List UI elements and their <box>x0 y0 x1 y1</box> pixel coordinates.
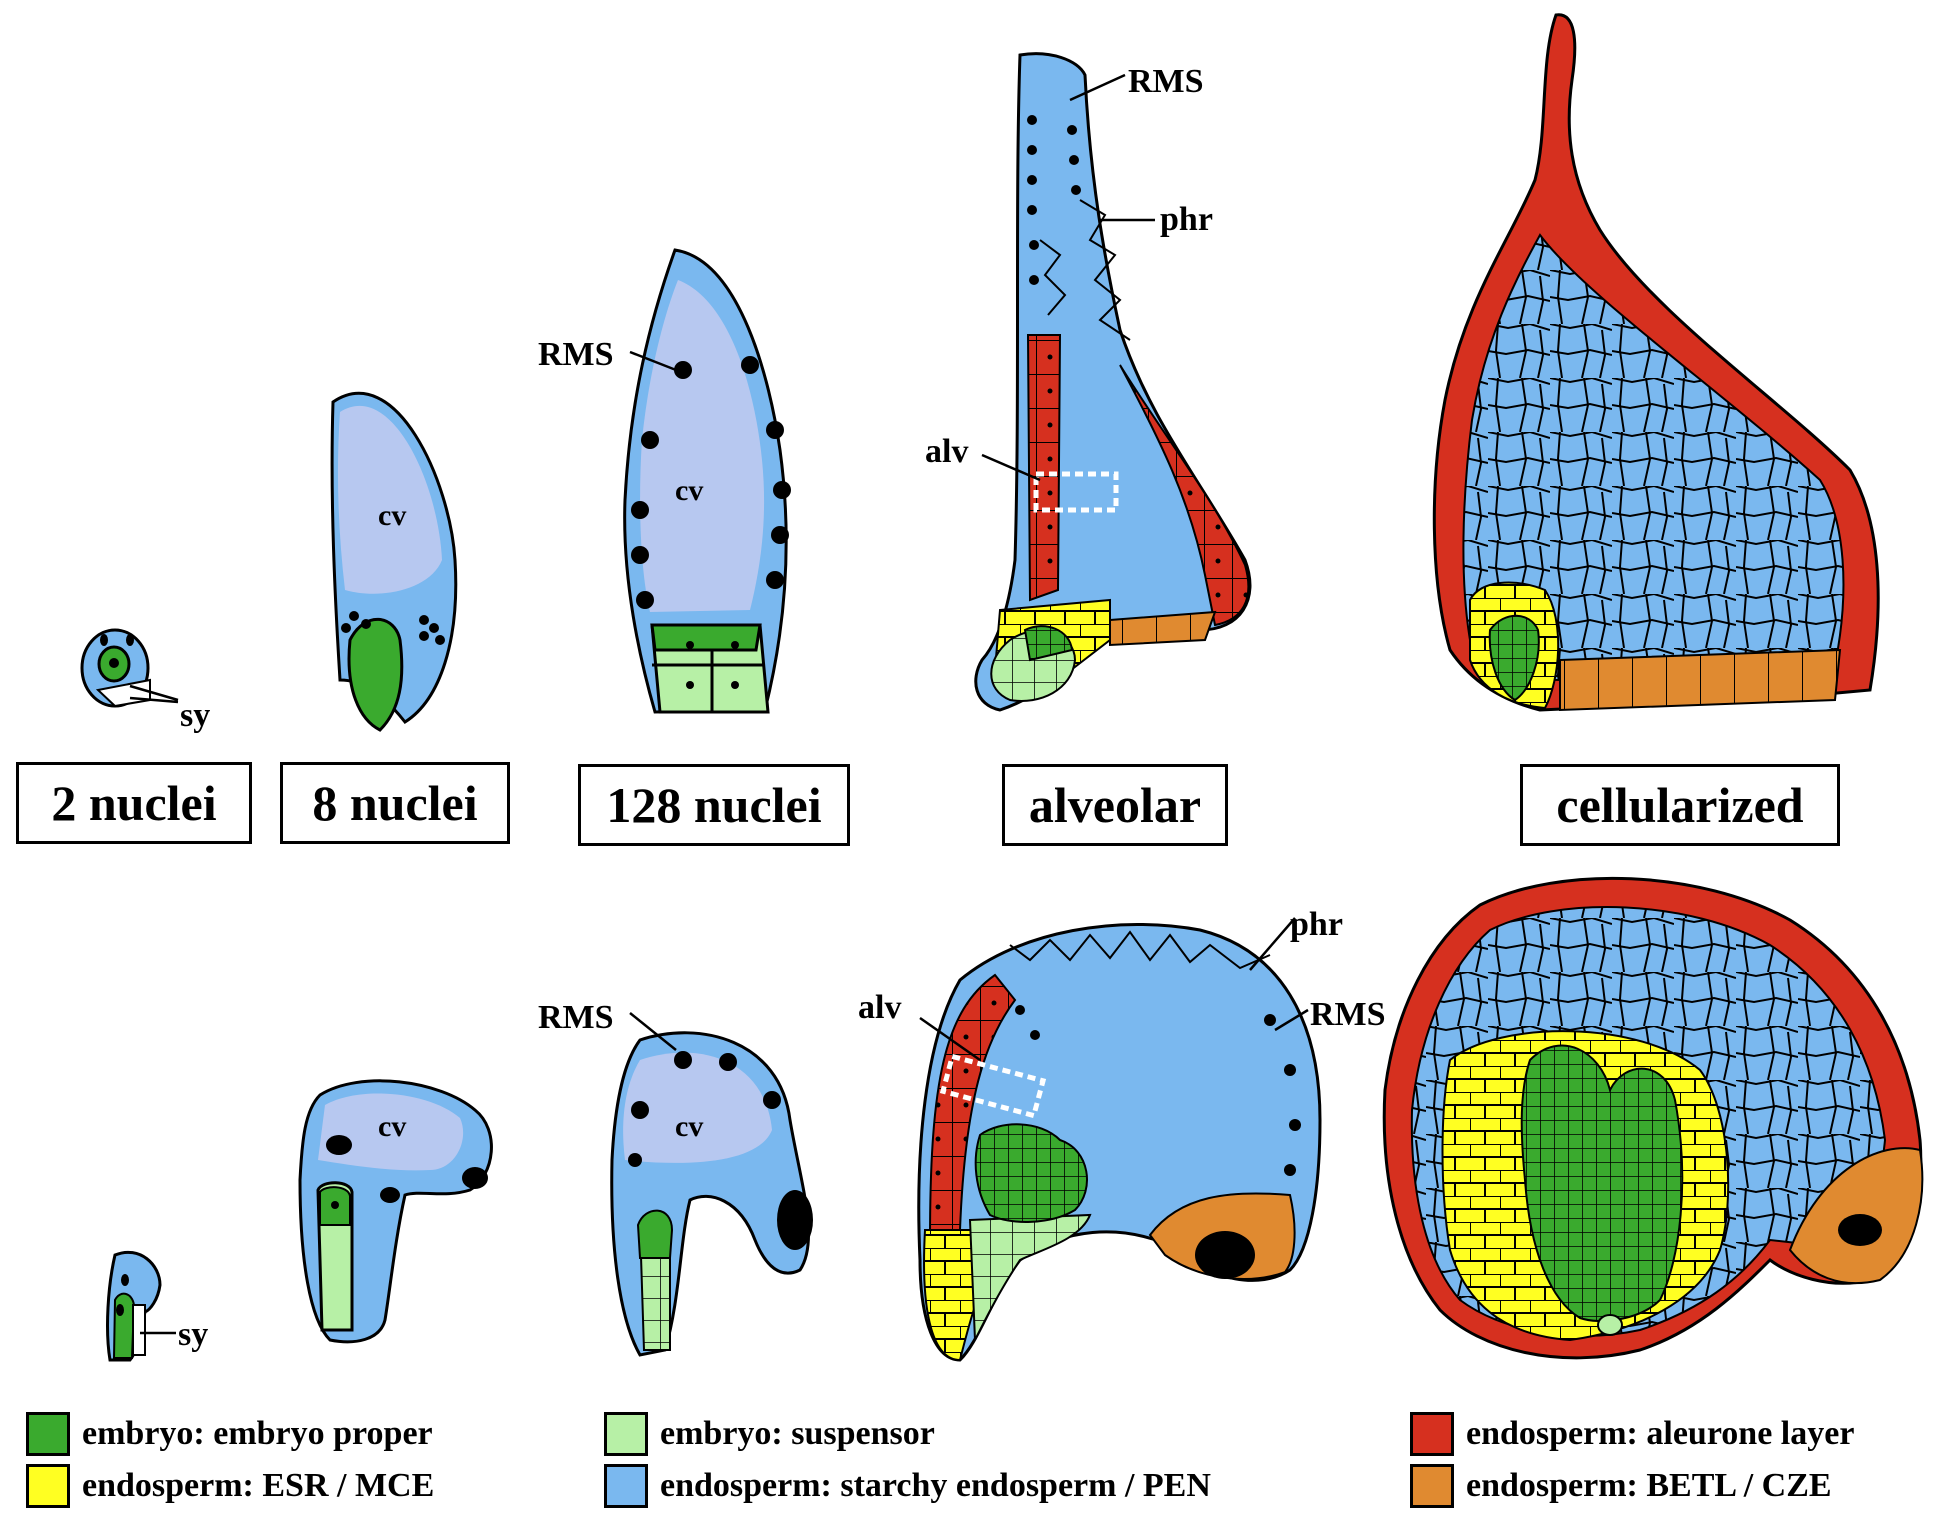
legend-item-betl-cze: endosperm: BETL / CZE <box>1410 1462 1832 1510</box>
stage-8-nuclei-top <box>330 392 458 732</box>
label-alv-alveolar-top: alv <box>925 433 968 470</box>
legend-swatch-aleurone <box>1410 1412 1454 1456</box>
stage-cellularized-top <box>1432 13 1880 712</box>
legend-swatch-betl-cze <box>1410 1464 1454 1508</box>
label-sy-bottom: sy <box>178 1316 208 1353</box>
label-cv-stage2-bottom: cv <box>378 1110 406 1143</box>
label-rms-stage3-bottom: RMS <box>538 999 614 1036</box>
stage-alveolar-top <box>974 52 1252 712</box>
legend-label: endosperm: BETL / CZE <box>1466 1467 1832 1504</box>
stage-alveolar-bottom <box>917 917 1322 1362</box>
legend-item-esr-mce: endosperm: ESR / MCE <box>26 1462 434 1510</box>
legend-swatch-esr-mce <box>26 1464 70 1508</box>
legend-item-embryo-proper: embryo: embryo proper <box>26 1410 433 1458</box>
stage-128-nuclei-bottom <box>610 1012 813 1357</box>
legend-label: embryo: embryo proper <box>82 1415 433 1452</box>
stage-8-nuclei-bottom <box>298 1079 493 1344</box>
legend-item-starchy-pen: endosperm: starchy endosperm / PEN <box>604 1462 1211 1510</box>
stage-label-128-nuclei: 128 nuclei <box>578 764 850 846</box>
label-cv-stage3-top: cv <box>675 474 703 507</box>
legend-label: endosperm: starchy endosperm / PEN <box>660 1467 1211 1504</box>
legend-swatch-suspensor <box>604 1412 648 1456</box>
legend-swatch-starchy-pen <box>604 1464 648 1508</box>
label-alv-alveolar-bottom: alv <box>858 989 901 1026</box>
label-phr-alveolar-bottom: phr <box>1290 906 1343 943</box>
stage-2-nuclei-bottom <box>106 1250 176 1362</box>
stage-2-nuclei-top <box>80 628 179 708</box>
label-rms-stage3-top: RMS <box>538 336 614 373</box>
legend-item-suspensor: embryo: suspensor <box>604 1410 935 1458</box>
legend-item-aleurone: endosperm: aleurone layer <box>1410 1410 1854 1458</box>
legend-label: embryo: suspensor <box>660 1415 935 1452</box>
label-rms-alveolar-bottom: RMS <box>1310 996 1386 1033</box>
stage-label-2-nuclei: 2 nuclei <box>16 762 252 844</box>
stage-128-nuclei-top <box>623 248 791 714</box>
label-cv-stage2-top: cv <box>378 499 406 532</box>
stage-label-alveolar: alveolar <box>1002 764 1228 846</box>
stage-cellularized-bottom <box>1382 876 1924 1360</box>
legend-swatch-embryo-proper <box>26 1412 70 1456</box>
label-sy-top: sy <box>180 697 210 734</box>
label-cv-stage3-bottom: cv <box>675 1110 703 1143</box>
label-phr-alveolar-top: phr <box>1160 201 1213 238</box>
stage-label-cellularized: cellularized <box>1520 764 1840 846</box>
label-rms-alveolar-top: RMS <box>1128 63 1204 100</box>
annotation-labels: sy cv RMS cv RMS phr alv sy cv RMS cv ph… <box>178 63 1386 1353</box>
legend-label: endosperm: aleurone layer <box>1466 1415 1855 1452</box>
legend-label: endosperm: ESR / MCE <box>82 1467 435 1504</box>
stage-label-8-nuclei: 8 nuclei <box>280 762 510 844</box>
